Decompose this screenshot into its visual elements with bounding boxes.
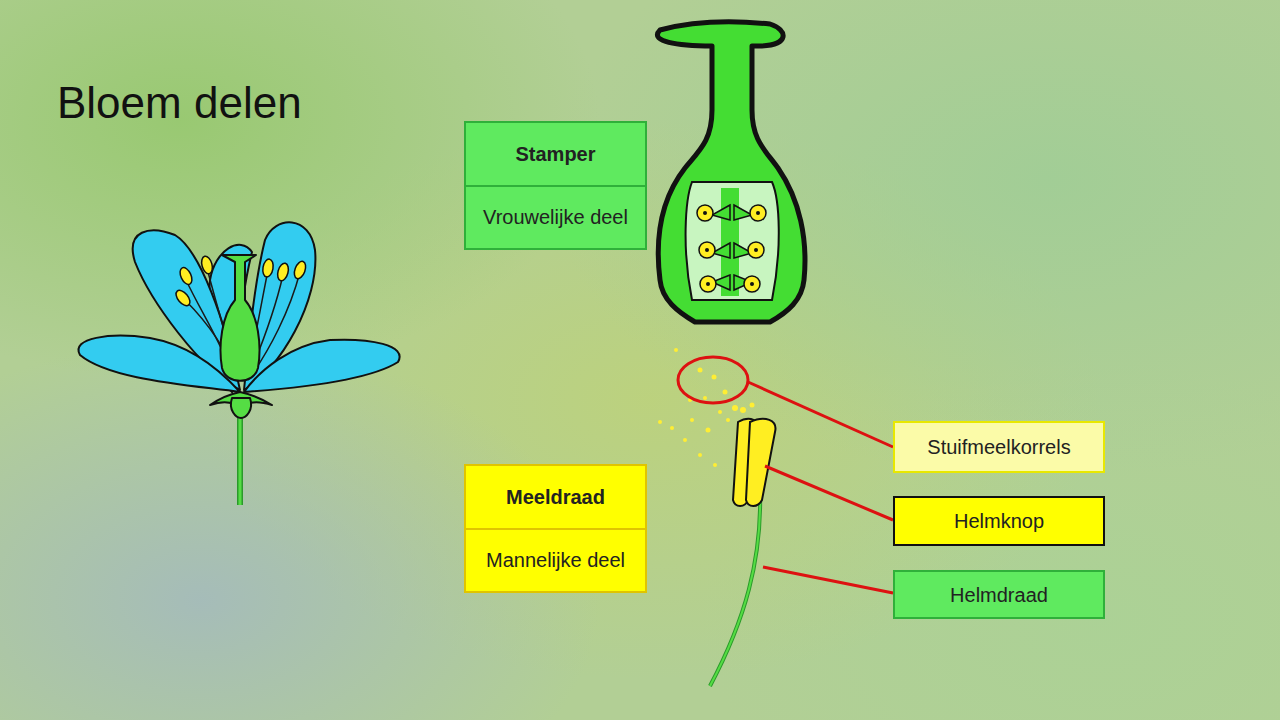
label-box: Stuifmeelkorrels <box>893 421 1105 473</box>
box-heading: Meeldraad <box>466 466 645 528</box>
label-box: Helmknop <box>893 496 1105 546</box>
part-box: MeeldraadMannelijke deel <box>464 464 647 593</box>
box-heading: Stamper <box>466 123 645 185</box>
slide-title: Bloem delen <box>57 78 302 128</box>
box-text: Helmknop <box>895 498 1103 544</box>
box-text: Helmdraad <box>895 572 1103 617</box>
box-text: Mannelijke deel <box>466 528 645 592</box>
box-text: Stuifmeelkorrels <box>895 423 1103 471</box>
label-box: Helmdraad <box>893 570 1105 619</box>
box-text: Vrouwelijke deel <box>466 185 645 249</box>
part-box: StamperVrouwelijke deel <box>464 121 647 250</box>
